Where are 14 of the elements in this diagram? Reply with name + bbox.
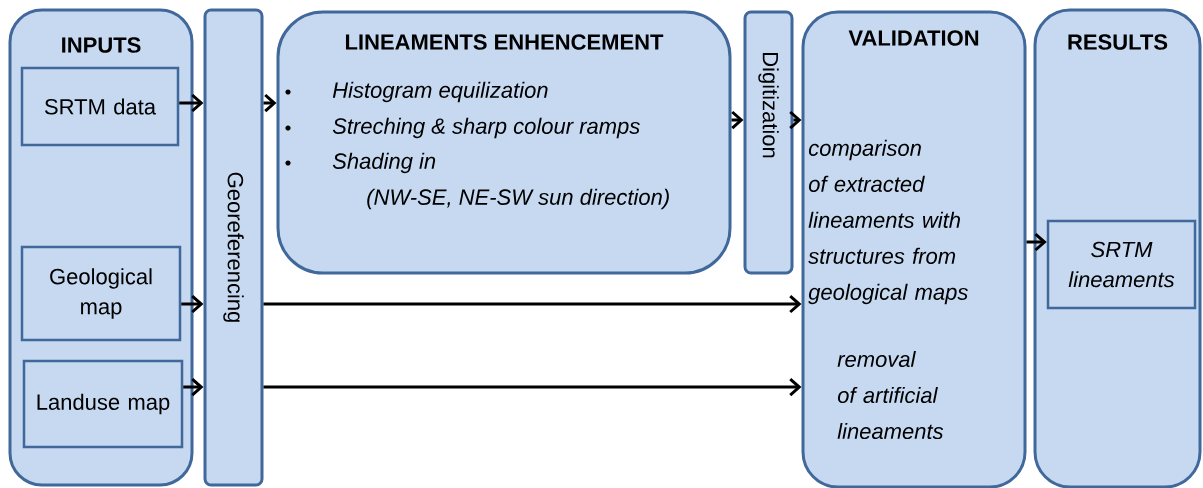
- input-box: SRTM data: [20, 66, 180, 147]
- result-box: SRTM lineaments: [1046, 219, 1197, 310]
- arrow: [263, 377, 802, 397]
- arrow: [181, 294, 204, 314]
- step-bar: Digitization: [743, 10, 794, 275]
- input-box: Landuse map: [22, 359, 184, 449]
- stage-panel: VALIDATION comparison of extracted lineaments with structures from geological maps removal of artificial lineaments: [801, 10, 1027, 488]
- input-box: Geological map: [20, 245, 182, 342]
- arrow: [179, 93, 204, 113]
- arrow: [1026, 232, 1047, 252]
- arrow: [263, 294, 802, 314]
- step-bar: Georeferencing: [203, 8, 264, 487]
- arrow: [183, 377, 204, 397]
- stage-panel: LINEAMENTS ENHENCEMENT Histogram equilization Streching & sharp colour ramps Shading in (NW-SE, NE-SW sun direction): [276, 10, 732, 275]
